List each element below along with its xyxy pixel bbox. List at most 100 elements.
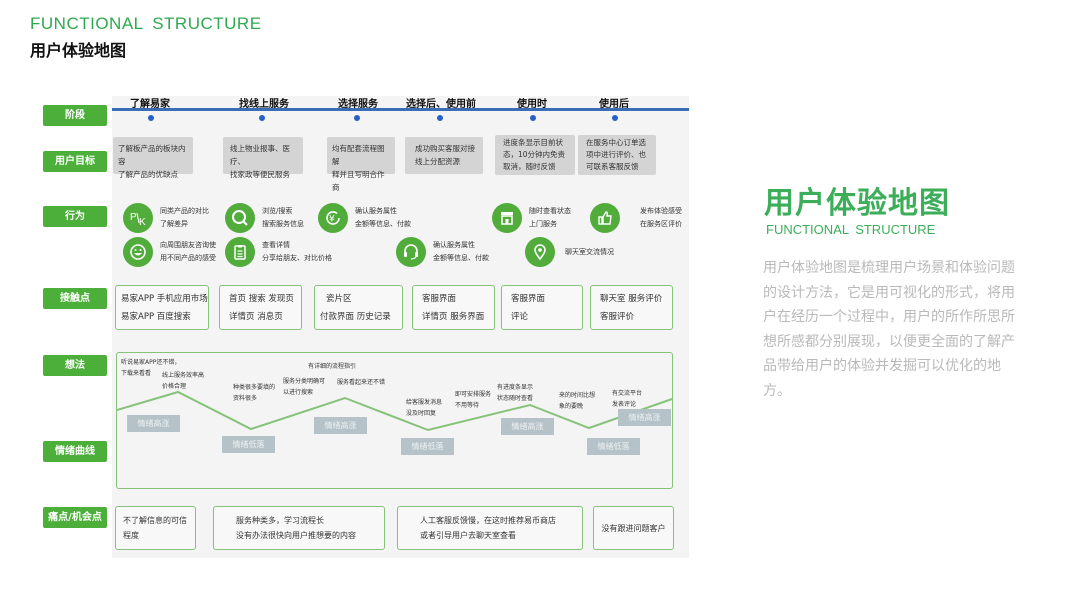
- thought-text: 给客服发消息没及时回复: [406, 399, 443, 417]
- thought-text: 服务看起来还不错: [337, 379, 386, 386]
- thought-text: 种类很多要填的资料很多: [233, 384, 276, 402]
- goal-card: 进度条显示目前状 态，10分钟内免责 取消，随时反馈: [495, 135, 575, 175]
- touchpoint-card: 客服界面 详情页 服务界面: [412, 285, 495, 330]
- goal-line: 释并且写明合作商: [332, 170, 385, 192]
- row-label-stage: 阶段: [43, 105, 107, 126]
- behavior-text: 确认服务属性: [433, 241, 475, 249]
- stage-title: 选择后、使用前: [406, 99, 476, 110]
- row-label-pain: 痛点/机会点: [43, 507, 107, 528]
- pain-point-line: 不了解信息的可信: [123, 516, 187, 525]
- touchpoint-line: 首页 搜索 发现页: [229, 294, 294, 304]
- goal-card: 了解板产品的板块内容 了解产品的优缺点: [113, 137, 193, 179]
- behavior-text: 浏览/搜索: [262, 207, 293, 215]
- mood-tag-low: 情绪低落: [222, 436, 275, 453]
- goal-card: 均有配套流程图解 释并且写明合作商: [327, 137, 395, 192]
- stage-dot: [612, 115, 618, 121]
- stage-title: 了解易家: [130, 99, 170, 110]
- smile-icon: [123, 237, 153, 267]
- touchpoint-line: 详情页 消息页: [229, 312, 283, 322]
- behavior-text: 确认服务属性: [355, 207, 397, 215]
- mood-tag-high: 情绪高涨: [127, 415, 180, 432]
- behavior-text: 聊天室交流情况: [565, 247, 614, 256]
- behavior-text: 发布体验感受: [640, 207, 682, 215]
- stage-timeline: [112, 108, 689, 111]
- behavior-text: 搜索服务信息: [262, 220, 304, 228]
- location-pin-icon: [525, 237, 555, 267]
- goal-line: 成功购买客服对接: [415, 144, 475, 153]
- behavior-text: 分享给朋友、对比价格: [262, 254, 332, 262]
- row-label-thought: 想法: [43, 355, 107, 376]
- touchpoint-line: 瓷片区: [326, 294, 352, 304]
- behavior-text: 向周围朋友咨询使: [160, 241, 216, 249]
- pain-point-line: 没有跟进问题客户: [601, 523, 666, 533]
- pain-point-card: 不了解信息的可信 程度: [115, 506, 196, 550]
- goal-line: 均有配套流程图解: [332, 144, 385, 166]
- touchpoint-line: 详情页 服务界面: [422, 312, 485, 322]
- stage-title: 选择服务: [338, 99, 378, 110]
- thought-text: 有交流平台发表评论: [612, 390, 643, 408]
- behavior-item: 发布体验感受在服务区评价: [590, 203, 682, 233]
- row-label-emotion: 情绪曲线: [43, 441, 107, 462]
- touchpoint-card: 首页 搜索 发现页 详情页 消息页: [219, 285, 302, 330]
- touchpoint-line: 易家APP 百度搜索: [121, 312, 191, 322]
- thought-text: 即可安排服务不用等待: [455, 391, 492, 409]
- thought-text: 线上服务效率高价格合理: [162, 372, 205, 390]
- thumbs-up-icon: [590, 203, 620, 233]
- pain-point-card: 人工客服反馈慢，在这时推荐易币商店 或者引导用户去聊天室查看: [397, 506, 583, 550]
- search-icon: [225, 203, 255, 233]
- behavior-item: 浏览/搜索搜索服务信息: [225, 203, 304, 233]
- headset-icon: [396, 237, 426, 267]
- goal-line: 找家政等便民服务: [230, 170, 290, 179]
- emotion-curve-panel: [116, 352, 673, 489]
- pain-point-line: 没有办法很快向用户推想要的内容: [236, 531, 356, 540]
- touchpoint-card: 聊天室 服务评价 客服评价: [590, 285, 673, 330]
- pain-point-line: 人工客服反馈慢，在这时推荐易币商店: [420, 516, 556, 525]
- behavior-text: 查看详情: [262, 241, 290, 249]
- behavior-item: ¥ 确认服务属性金额等信息、付款: [318, 203, 411, 233]
- row-label-behavior: 行为: [43, 206, 107, 227]
- goal-line: 了解板产品的板块内容: [118, 144, 186, 166]
- stage-dot: [437, 115, 443, 121]
- goal-line: 在服务中心订单选: [586, 138, 646, 147]
- touchpoint-line: 客服界面: [422, 294, 457, 304]
- pain-point-card: 服务种类多，学习流程长 没有办法很快向用户推想要的内容: [213, 506, 385, 550]
- touchpoint-line: 客服界面: [511, 294, 546, 304]
- row-label-touchpoint: 接触点: [43, 288, 107, 309]
- touchpoint-card: 瓷片区 付款界面 历史记录: [314, 285, 403, 330]
- touchpoint-line: 评论: [511, 312, 529, 322]
- thought-text: 听说易家APP还不错，下载来看看: [121, 359, 181, 377]
- goal-line: 线上分配资源: [415, 157, 460, 166]
- behavior-text: 金额等信息、付款: [355, 220, 411, 228]
- stage-title: 找线上服务: [239, 99, 289, 110]
- row-label-goal: 用户目标: [43, 151, 107, 172]
- side-subtitle: FUNCTIONAL STRUCTURE: [766, 222, 936, 237]
- store-icon: [492, 203, 522, 233]
- touchpoint-line: 客服评价: [600, 312, 635, 322]
- touchpoint-card: 易家APP 手机应用市场 易家APP 百度搜索: [115, 285, 209, 330]
- goal-line: 态，10分钟内免责: [503, 150, 566, 159]
- thought-text: 来的时间比想象的要晚: [559, 392, 596, 410]
- side-description: 用户体验地图是梳理用户场景和体验问题的设计方法，它是用可视化的形式，将用户在经历…: [763, 260, 1015, 399]
- goal-line: 取消，随时反馈: [503, 162, 556, 171]
- goal-line: 了解产品的优缺点: [118, 170, 178, 179]
- behavior-text: 在服务区评价: [640, 220, 682, 228]
- svg-text:K: K: [139, 217, 146, 228]
- header-title-cn: 用户体验地图: [30, 41, 127, 60]
- behavior-text: 随时查看状态: [529, 207, 571, 215]
- behavior-item: 随时查看状态上门服务: [492, 203, 571, 233]
- behavior-item: 聊天室交流情况: [525, 237, 614, 267]
- touchpoint-line: 聊天室 服务评价: [600, 294, 663, 304]
- mood-tag-high: 情绪高涨: [501, 418, 554, 435]
- mood-tag-high: 情绪高涨: [618, 409, 671, 426]
- goal-line: 项中进行评价、也: [586, 150, 646, 159]
- thought-text: 服务分类明确可以进行搜索: [283, 378, 326, 396]
- goal-line: 线上物业报事、医疗、: [230, 144, 290, 166]
- behavior-text: 了解差异: [160, 220, 188, 228]
- yen-payment-icon: ¥: [318, 203, 348, 233]
- goal-line: 可联系客服反馈: [586, 162, 639, 171]
- pain-point-card: 没有跟进问题客户: [593, 506, 674, 550]
- touchpoint-card: 客服界面 评论: [501, 285, 583, 330]
- stage-dot: [354, 115, 360, 121]
